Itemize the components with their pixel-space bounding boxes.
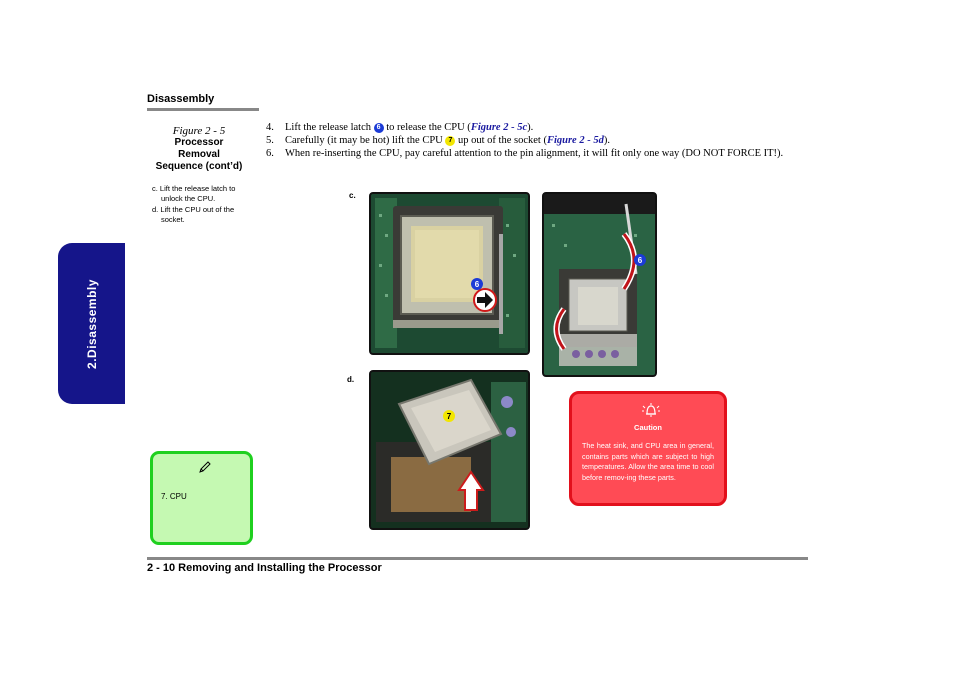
step-number: 5. bbox=[266, 135, 274, 146]
caution-title: Caution bbox=[634, 423, 662, 432]
step-text: ). bbox=[527, 122, 534, 133]
footer-divider bbox=[147, 557, 808, 560]
figure-title-line: Removal bbox=[178, 149, 220, 160]
caution-box: Caution The heat sink, and CPU area in g… bbox=[569, 391, 727, 506]
note-box: 7. CPU bbox=[150, 451, 253, 545]
photo-callout-right: 6 bbox=[638, 256, 643, 265]
photo-cpu-socket-latch-open: 6 bbox=[542, 192, 657, 377]
alarm-bell-icon bbox=[642, 403, 660, 417]
chapter-side-tab[interactable]: 2.Disassembly bbox=[58, 243, 125, 404]
section-title: Disassembly bbox=[147, 93, 215, 105]
photo-cpu-lifted-out: 7 bbox=[369, 370, 530, 530]
photo-right-illustration: 6 bbox=[544, 194, 655, 375]
step-text: ). bbox=[603, 135, 610, 146]
step-text: up out of the socket ( bbox=[458, 135, 547, 146]
photo-callout-d: 7 bbox=[447, 412, 452, 421]
photo-c-illustration: 6 bbox=[371, 194, 528, 353]
figure-title-line: Sequence (cont’d) bbox=[155, 161, 243, 172]
callout-badge: 6 bbox=[373, 122, 384, 133]
figure-sub-item: c. Lift the release latch to unlock the … bbox=[152, 184, 236, 203]
figure-title-line: Processor bbox=[174, 137, 224, 148]
figure-sub-item: d. Lift the CPU out of the socket. bbox=[152, 205, 235, 224]
step-number: 4. bbox=[266, 122, 274, 133]
step-text: Lift the release latch bbox=[285, 122, 371, 133]
figure-reference-link[interactable]: Figure 2 - 5c bbox=[470, 122, 528, 133]
step-item: 5. Carefully (it may be hot) lift the CP… bbox=[266, 134, 806, 147]
header-divider bbox=[147, 108, 259, 111]
photo-callout-c: 6 bbox=[475, 280, 480, 289]
figure-sub-list: c. Lift the release latch to unlock the … bbox=[152, 184, 256, 226]
chapter-side-tab-label: 2.Disassembly bbox=[84, 278, 99, 369]
photo-label-d: d. bbox=[347, 375, 355, 384]
step-item: 6. When re-inserting the CPU, pay carefu… bbox=[266, 147, 806, 160]
photo-d-illustration: 7 bbox=[371, 372, 528, 528]
figure-number: Figure 2 - 5 bbox=[172, 125, 226, 137]
step-text: When re-inserting the CPU, pay careful a… bbox=[285, 148, 784, 159]
figure-caption: Figure 2 - 5 Processor Removal Sequence … bbox=[147, 125, 251, 173]
procedure-steps: 4. Lift the release latch 6 to release t… bbox=[266, 121, 806, 160]
step-text: Carefully (it may be hot) lift the CPU bbox=[285, 135, 443, 146]
footer-page-label: 2 - 10 Removing and Installing the Proce… bbox=[147, 562, 382, 574]
pencil-icon bbox=[199, 461, 211, 473]
photo-label-c: c. bbox=[349, 191, 356, 200]
note-text: 7. CPU bbox=[161, 492, 187, 501]
step-number: 6. bbox=[266, 148, 274, 159]
callout-badge: 7 bbox=[445, 135, 456, 146]
step-item: 4. Lift the release latch 6 to release t… bbox=[266, 121, 806, 134]
photo-cpu-socket-latch-closed: 6 bbox=[369, 192, 530, 355]
step-text: to release the CPU ( bbox=[386, 122, 471, 133]
figure-reference-link[interactable]: Figure 2 - 5d bbox=[546, 135, 604, 146]
caution-text: The heat sink, and CPU area in general, … bbox=[582, 441, 714, 482]
